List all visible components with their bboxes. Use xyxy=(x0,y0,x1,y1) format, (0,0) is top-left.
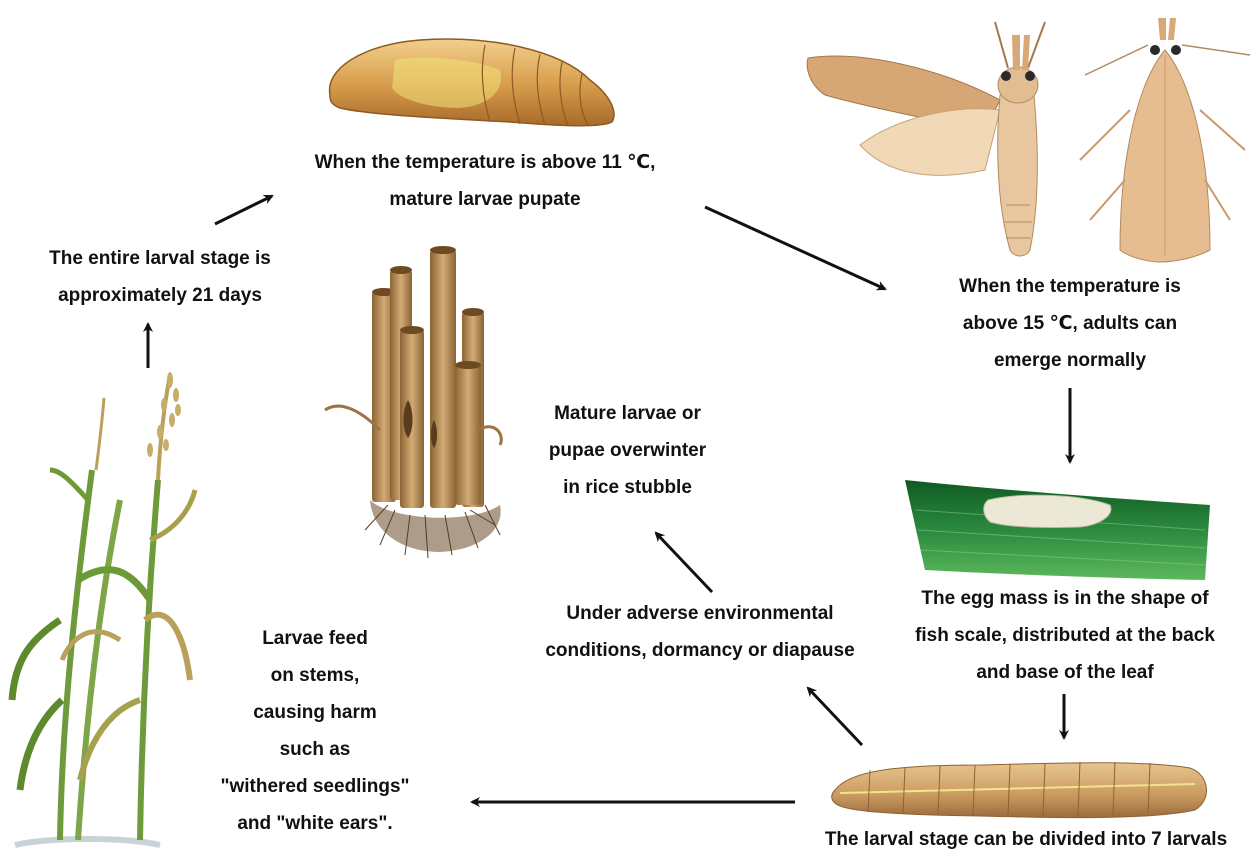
adults-emerge-label: When the temperature is above 15 ℃, adul… xyxy=(930,268,1210,379)
overwinter-label: Mature larvae or pupae overwinter in ric… xyxy=(525,395,730,506)
pupation-label: When the temperature is above 11 ℃, matu… xyxy=(290,144,680,218)
rice-stubble-illustration xyxy=(325,246,501,558)
egg-mass-label: The egg mass is in the shape of fish sca… xyxy=(895,580,1235,691)
adult-moth-resting-illustration xyxy=(1080,18,1250,262)
adult-moth-spread-illustration xyxy=(807,22,1045,256)
arrow-to-adults xyxy=(705,207,885,289)
larval-stages-label: The larval stage can be divided into 7 l… xyxy=(800,821,1252,858)
adverse-conditions-label: Under adverse environmental conditions, … xyxy=(525,595,875,669)
larval-duration-label: The entire larval stage is approximately… xyxy=(25,240,295,314)
rice-plants-illustration xyxy=(12,372,195,845)
egg-mass-leaf-illustration xyxy=(905,480,1210,580)
larva-illustration xyxy=(832,762,1207,818)
arrow-to-adverse xyxy=(808,688,862,745)
arrow-to-overwinter xyxy=(656,533,712,592)
pupa-illustration xyxy=(330,39,614,126)
arrow-to-pupation xyxy=(215,196,272,224)
larvae-feeding-label: Larvae feed on stems, causing harm such … xyxy=(190,620,440,842)
